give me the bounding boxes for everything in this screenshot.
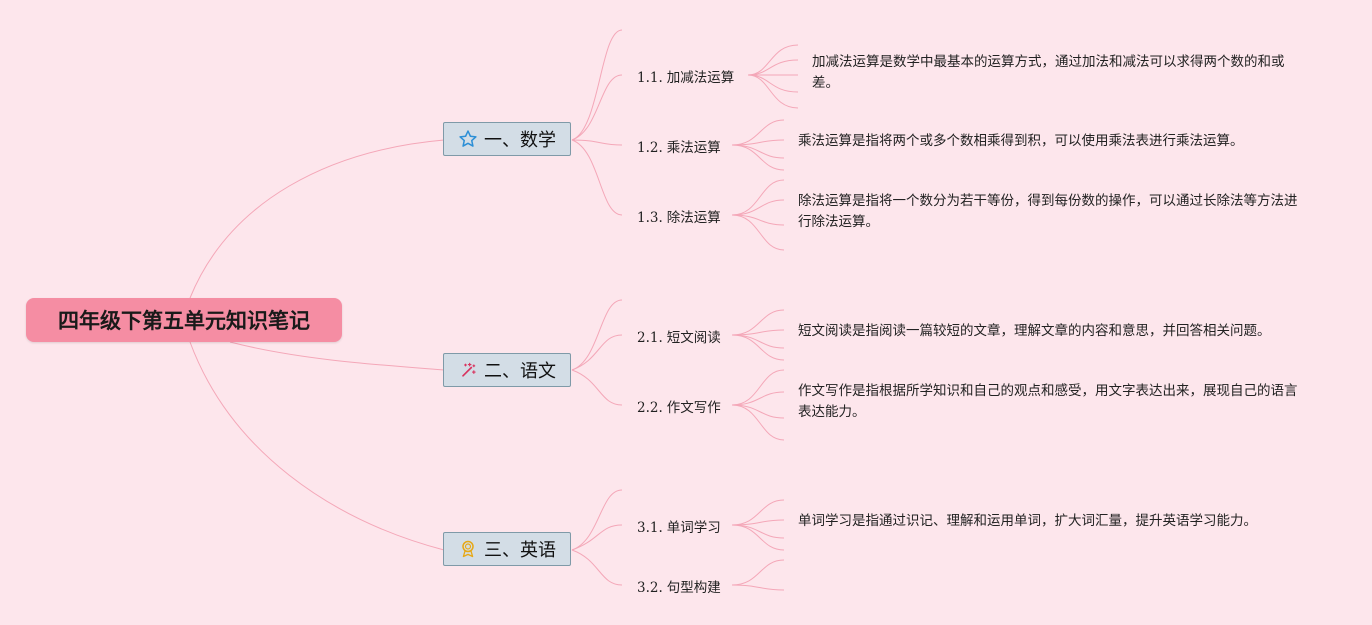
subtopic-number: 1.3. bbox=[637, 210, 663, 226]
subtopic-number: 2.2. bbox=[637, 400, 663, 416]
topic-label: 一、数学 bbox=[484, 130, 556, 151]
note-2-2[interactable]: 作文写作是指根据所学知识和自己的观点和感受，用文字表达出来，展现自己的语言表达能… bbox=[798, 383, 1298, 420]
subtopic-label: 短文阅读 bbox=[666, 330, 721, 346]
subtopic-number: 2.1. bbox=[637, 330, 663, 346]
subtopic-label: 加减法运算 bbox=[666, 70, 735, 86]
subtopic-number: 1.2. bbox=[637, 140, 663, 156]
note-1-2[interactable]: 乘法运算是指将两个或多个数相乘得到积，可以使用乘法表进行乘法运算。 bbox=[798, 133, 1244, 149]
subtopic-number: 3.2. bbox=[637, 580, 663, 596]
subtopic-1-3[interactable]: 1.3.除法运算 bbox=[637, 206, 721, 226]
topic-label: 三、英语 bbox=[484, 540, 556, 561]
star-icon bbox=[458, 129, 478, 149]
note-1-3[interactable]: 除法运算是指将一个数分为若干等份，得到每份数的操作，可以通过长除法等方法进行除法… bbox=[798, 193, 1298, 230]
subtopic-1-2[interactable]: 1.2.乘法运算 bbox=[637, 136, 721, 156]
subtopic-number: 3.1. bbox=[637, 520, 663, 536]
award-icon bbox=[458, 539, 478, 559]
subtopic-3-1[interactable]: 3.1.单词学习 bbox=[637, 516, 721, 536]
subtopic-2-1[interactable]: 2.1.短文阅读 bbox=[637, 326, 721, 346]
note-3-1[interactable]: 单词学习是指通过识记、理解和运用单词，扩大词汇量，提升英语学习能力。 bbox=[798, 513, 1257, 529]
topic-english[interactable]: 三、英语 bbox=[443, 532, 571, 566]
subtopic-2-2[interactable]: 2.2.作文写作 bbox=[637, 396, 721, 416]
subtopic-1-1[interactable]: 1.1.加减法运算 bbox=[637, 66, 734, 86]
topic-label: 二、语文 bbox=[484, 361, 556, 382]
subtopic-label: 作文写作 bbox=[666, 400, 721, 416]
note-2-1[interactable]: 短文阅读是指阅读一篇较短的文章，理解文章的内容和意思，并回答相关问题。 bbox=[798, 323, 1271, 339]
subtopic-label: 乘法运算 bbox=[666, 140, 721, 156]
topic-chinese[interactable]: 二、语文 bbox=[443, 353, 571, 387]
topic-math[interactable]: 一、数学 bbox=[443, 122, 571, 156]
magic-wand-icon bbox=[458, 360, 478, 380]
note-1-1[interactable]: 加减法运算是数学中最基本的运算方式，通过加法和减法可以求得两个数的和或差。 bbox=[812, 54, 1285, 91]
subtopic-label: 除法运算 bbox=[666, 210, 721, 226]
subtopic-3-2[interactable]: 3.2.句型构建 bbox=[637, 576, 721, 596]
subtopic-number: 1.1. bbox=[637, 70, 663, 86]
root-topic[interactable]: 四年级下第五单元知识笔记 bbox=[26, 298, 342, 342]
subtopic-label: 单词学习 bbox=[666, 520, 721, 536]
subtopic-label: 句型构建 bbox=[666, 580, 721, 596]
